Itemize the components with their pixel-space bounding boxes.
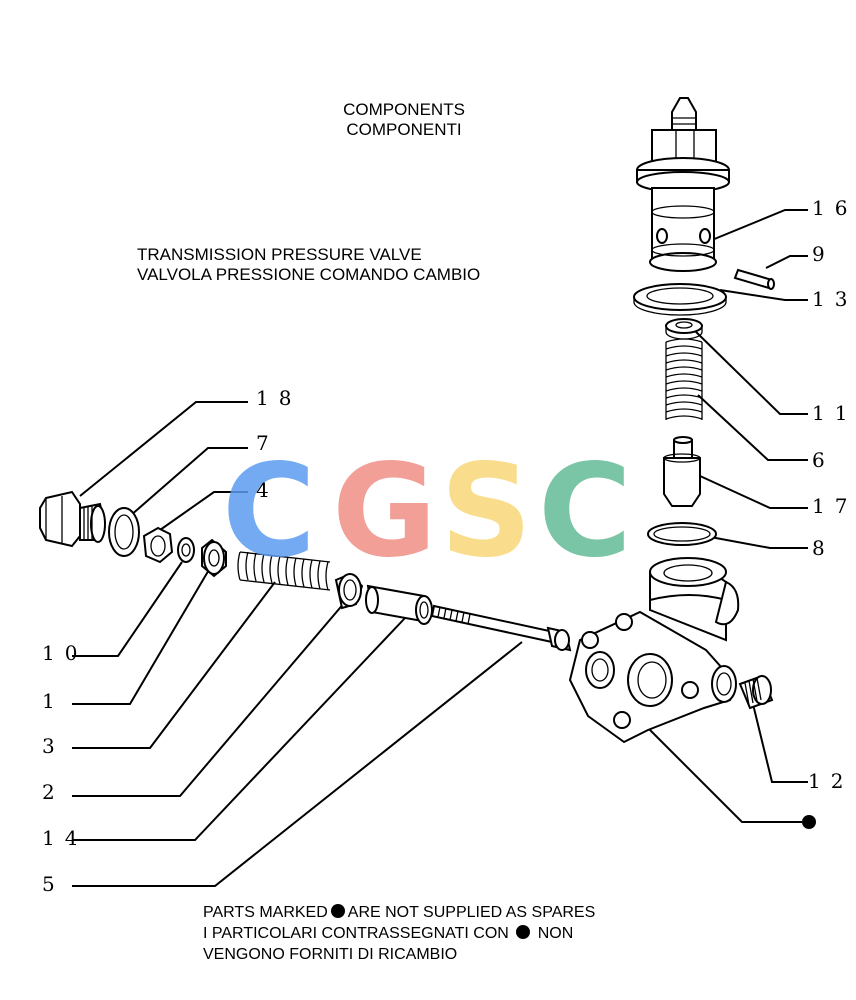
leader-12 — [751, 699, 808, 783]
callout-5: 5 — [42, 872, 65, 896]
not-supplied-dot — [330, 904, 345, 918]
leader-lines — [72, 209, 808, 887]
callout-1: 1 — [42, 689, 65, 713]
washer-part-13 — [633, 283, 727, 316]
callout-11: 11 — [812, 401, 856, 425]
washer-part-10 — [177, 537, 195, 563]
leader-9 — [765, 255, 808, 269]
o-ring-part-8 — [647, 522, 717, 546]
footer-line-1: PARTS MARKED ARE NOT SUPPLIED AS SPARES — [203, 902, 595, 923]
footer-line-2-end: NON — [537, 925, 574, 942]
plug-part-18 — [39, 490, 106, 548]
page-header: COMPONENTS COMPONENTI — [304, 100, 504, 140]
callout-4: 4 — [256, 478, 279, 502]
leader-10 — [72, 561, 183, 657]
leader-7 — [129, 447, 248, 517]
watermark-letter-c2: C — [538, 437, 632, 586]
watermark-letter-c1: C — [222, 437, 316, 586]
leader-11 — [691, 327, 808, 415]
watermark-letter-g: G — [332, 437, 438, 586]
not-supplied-marker — [802, 815, 816, 829]
header-line-1: COMPONENTS — [343, 100, 465, 119]
plunger-part-17 — [663, 436, 701, 507]
callout-7: 7 — [256, 431, 279, 455]
title-line-1: TRANSMISSION PRESSURE VALVE — [137, 245, 422, 264]
diagram-title: TRANSMISSION PRESSURE VALVE VALVOLA PRES… — [137, 245, 480, 285]
leader-8 — [704, 535, 808, 549]
callout-6: 6 — [812, 448, 835, 472]
valve-cartridge-part-16 — [636, 97, 730, 272]
leader-6 — [697, 394, 808, 461]
spring-part-6 — [665, 338, 703, 420]
callout-9: 9 — [812, 242, 835, 266]
leader-18 — [79, 401, 248, 497]
nut-part-4 — [142, 526, 174, 564]
footer-line-2-start: I PARTICOLARI CONTRASSEGNATI CON — [203, 925, 509, 942]
leader-5 — [72, 641, 523, 887]
footer-line-3: VENGONO FORNITI DI RICAMBIO — [203, 946, 458, 963]
pin-part-9 — [733, 268, 775, 290]
footer-line-2: I PARTICOLARI CONTRASSEGNATI CON NON — [203, 923, 595, 944]
footer-line-1-end: ARE NOT SUPPLIED AS SPARES — [347, 904, 596, 921]
footer-line-1-start: PARTS MARKED — [203, 904, 328, 921]
leader-16 — [711, 209, 808, 241]
callout-10: 10 — [42, 641, 88, 665]
header-line-2: COMPONENTI — [346, 120, 462, 139]
callout-8: 8 — [812, 536, 835, 560]
leader-3 — [72, 581, 276, 749]
cup-part-11 — [665, 318, 703, 340]
leader-17 — [699, 475, 808, 509]
fitting-part-12 — [738, 674, 774, 710]
sleeve-part-14 — [365, 584, 433, 625]
title-line-2: VALVOLA PRESSIONE COMANDO CAMBIO — [137, 265, 481, 284]
spring-part-3 — [237, 551, 331, 591]
washer-part-7 — [108, 507, 140, 557]
callout-17: 17 — [812, 494, 856, 518]
leader-1 — [72, 567, 211, 705]
leader-13 — [719, 289, 808, 301]
footer-note: PARTS MARKED ARE NOT SUPPLIED AS SPARES I… — [203, 902, 595, 965]
callout-14: 14 — [42, 826, 88, 850]
callout-2: 2 — [42, 780, 65, 804]
leader-14 — [72, 617, 406, 841]
callout-16: 16 — [812, 196, 856, 220]
leader-body — [647, 727, 802, 823]
callout-18: 18 — [256, 386, 302, 410]
watermark-letter-s: S — [440, 437, 533, 586]
leader-2 — [72, 601, 346, 797]
valve-body — [568, 557, 740, 744]
callout-12: 12 — [808, 769, 854, 793]
pushrod-part-5 — [430, 604, 572, 652]
leader-4 — [159, 491, 248, 531]
not-supplied-dot — [516, 925, 531, 939]
ring-part-2 — [334, 572, 364, 610]
callout-13: 13 — [812, 287, 856, 311]
cup-part-1 — [201, 538, 227, 578]
callout-3: 3 — [42, 734, 65, 758]
